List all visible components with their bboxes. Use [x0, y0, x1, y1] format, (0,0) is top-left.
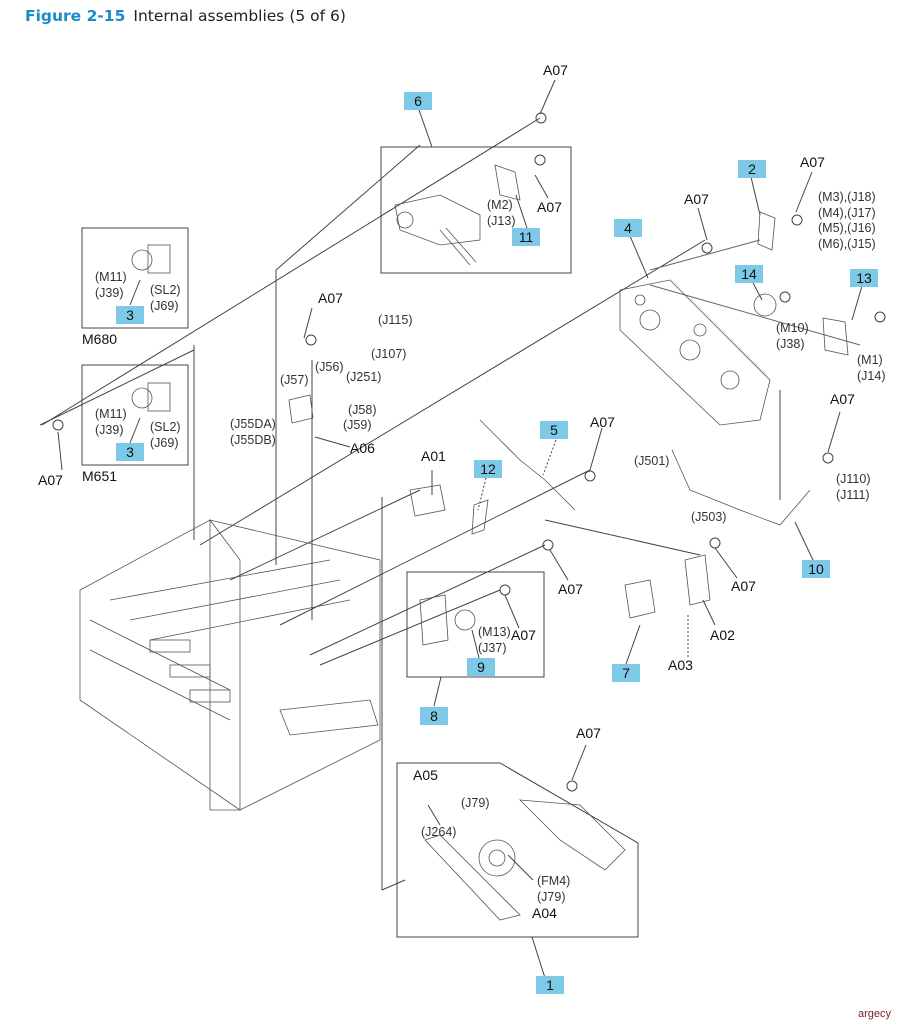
- callout-4: 4: [614, 219, 642, 237]
- box-assembly-3-m680: [81, 227, 189, 329]
- figure-title: Figure 2-15 Internal assemblies (5 of 6): [25, 6, 346, 26]
- ref-j115: (J115): [378, 313, 413, 327]
- ref-asm14: (M10) (J38): [776, 321, 809, 351]
- small-parts-drawings: [288, 211, 849, 921]
- callout-10: 10: [802, 560, 830, 578]
- ref-fm4: (FM4) (J79): [537, 874, 571, 904]
- callout-12: 12: [474, 460, 502, 478]
- ref-j110-j111: (J110) (J111): [836, 472, 871, 502]
- callout-8: 8: [420, 707, 448, 725]
- label-a07: A07: [576, 725, 601, 741]
- model-label-m651: M651: [82, 468, 118, 484]
- ref-j59: (J59): [343, 418, 372, 432]
- callout-11: 11: [512, 228, 540, 246]
- label-a05: A05: [413, 767, 438, 783]
- callout-3-m651: 3: [116, 443, 144, 461]
- ref-j107: (J107): [371, 347, 407, 361]
- label-a06: A06: [350, 440, 375, 456]
- label-a07: A07: [318, 290, 343, 306]
- model-label-m680: M680: [82, 331, 118, 347]
- label-a07: A07: [511, 627, 536, 643]
- label-a02: A02: [710, 627, 735, 643]
- figure-number: Figure 2-15: [25, 7, 126, 25]
- callout-2: 2: [738, 160, 766, 178]
- ref-box3b-left: (M11) (J39): [95, 407, 127, 437]
- main-frame-drawing: [79, 518, 381, 811]
- ref-j79: (J79): [461, 796, 490, 810]
- callout-5: 5: [540, 421, 568, 439]
- figure-caption: Internal assemblies (5 of 6): [133, 7, 346, 25]
- ref-box6: (M2) (J13): [487, 198, 516, 228]
- ref-j251: (J251): [346, 370, 382, 384]
- label-a03: A03: [668, 657, 693, 673]
- box-assembly-8: [406, 571, 545, 678]
- watermark: argecy: [857, 1008, 891, 1020]
- screws: [52, 112, 886, 792]
- box-assembly-3-m651: [81, 364, 189, 466]
- ref-j501: (J501): [634, 454, 670, 468]
- assembly-3-drawings: [131, 244, 171, 412]
- label-a07: A07: [800, 154, 825, 170]
- box-assembly-1: [396, 762, 639, 938]
- label-a07: A07: [38, 472, 63, 488]
- assembly-4-drawing: [619, 279, 771, 426]
- label-a07: A07: [830, 391, 855, 407]
- callout-9: 9: [467, 658, 495, 676]
- ref-j55: (J55DA) (J55DB): [230, 417, 276, 447]
- ref-box9: (M13) (J37): [478, 625, 511, 655]
- ref-asm2: (M3),(J18) (M4),(J17) (M5),(J16) (M6),(J…: [818, 190, 876, 251]
- ref-j57: (J57): [280, 373, 309, 387]
- label-a07: A07: [558, 581, 583, 597]
- ref-j56: (J56): [315, 360, 344, 374]
- label-a01: A01: [421, 448, 446, 464]
- callout-3-m680: 3: [116, 306, 144, 324]
- callout-6: 6: [404, 92, 432, 110]
- ref-asm13: (M1) (J14): [857, 353, 886, 383]
- callout-7: 7: [612, 664, 640, 682]
- ref-j264: (J264): [421, 825, 457, 839]
- ref-j503: (J503): [691, 510, 727, 524]
- ref-box3a-left: (M11) (J39): [95, 270, 127, 300]
- callout-13: 13: [850, 269, 878, 287]
- ref-box3a-right: (SL2) (J69): [150, 283, 181, 313]
- ref-box3b-right: (SL2) (J69): [150, 420, 181, 450]
- label-a07: A07: [543, 62, 568, 78]
- callout-1: 1: [536, 976, 564, 994]
- ref-j58: (J58): [348, 403, 377, 417]
- box-assembly-6: [380, 146, 572, 274]
- label-a04: A04: [532, 905, 557, 921]
- label-a07: A07: [731, 578, 756, 594]
- label-a07: A07: [684, 191, 709, 207]
- assembly-6-drawing: [394, 164, 521, 266]
- callout-14: 14: [735, 265, 763, 283]
- label-a07: A07: [590, 414, 615, 430]
- label-a07: A07: [537, 199, 562, 215]
